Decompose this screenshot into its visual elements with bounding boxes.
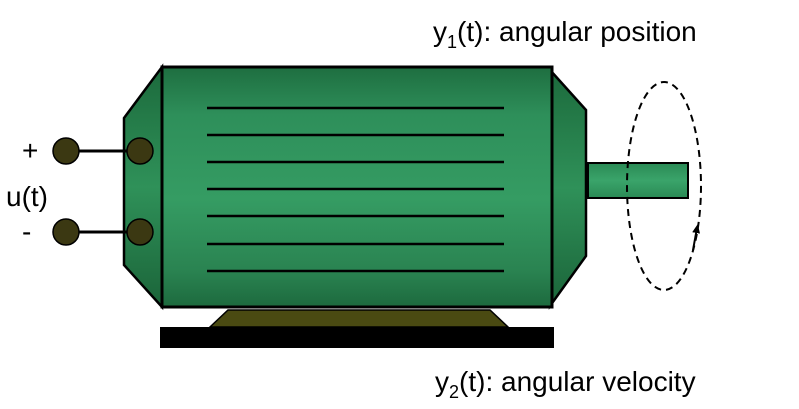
motor-left-end-cap (124, 67, 162, 307)
positive-motor-terminal (127, 138, 153, 164)
negative-input-terminal (53, 219, 79, 245)
plus-label: + (22, 135, 38, 166)
negative-motor-terminal (127, 219, 153, 245)
output-angular-position-label: y1(t): angular position (433, 16, 697, 52)
positive-input-terminal (53, 138, 79, 164)
motor-base-plate (160, 327, 554, 348)
motor-mount-foot (210, 310, 508, 327)
motor-right-end-cap (550, 70, 586, 306)
output2-subscript: 2 (449, 382, 459, 402)
output2-argument: (t) (459, 366, 485, 397)
output2-description: : angular velocity (485, 366, 695, 397)
input-voltage-label: u(t) (6, 181, 48, 212)
motor-shaft (588, 163, 688, 198)
output2-symbol: y (435, 366, 449, 397)
minus-label: - (22, 216, 31, 247)
output-angular-velocity-label: y2(t): angular velocity (435, 366, 696, 402)
output1-description: : angular position (483, 16, 696, 47)
output1-subscript: 1 (447, 32, 457, 52)
output1-symbol: y (433, 16, 447, 47)
output1-argument: (t) (457, 16, 483, 47)
